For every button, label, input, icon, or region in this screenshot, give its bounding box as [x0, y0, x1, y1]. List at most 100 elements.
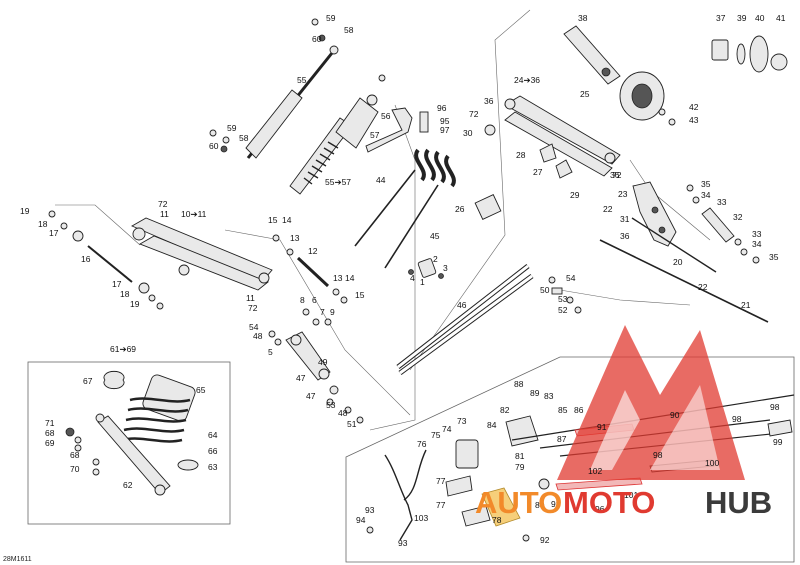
shaft-12 [272, 234, 348, 304]
callout-c47a: 47 [296, 373, 306, 383]
callout-c11a: 11 [160, 209, 169, 219]
callout-c55: 55 [297, 75, 307, 85]
watermark-text-hub: HUB [705, 485, 772, 520]
callout-c19b: 19 [130, 299, 140, 309]
callout-c92b: 92 [540, 535, 550, 545]
callout-c9: 9 [330, 307, 335, 317]
callout-c36c: 36 [620, 231, 630, 241]
callout-c48b: 48 [338, 408, 348, 418]
hardware-detail-box [345, 356, 795, 563]
callout-c5: 5 [268, 347, 273, 357]
callout-c52: 52 [558, 305, 568, 315]
callout-c72c: 72 [158, 199, 168, 209]
callout-c20: 20 [673, 257, 683, 267]
callout-c60b: 60 [209, 141, 219, 151]
idler-shaft-38 [563, 25, 621, 85]
callout-c30: 30 [463, 128, 473, 138]
callout-c66: 66 [208, 446, 218, 456]
callout-c28: 28 [516, 150, 526, 160]
shaft-32 [686, 184, 760, 264]
callout-c81: 81 [515, 451, 525, 461]
hardware-50-54 [548, 276, 582, 314]
callout-c15a: 15 [268, 215, 278, 225]
callout-c53b: 53 [326, 400, 336, 410]
callout-c73: 73 [457, 416, 467, 426]
watermark-text-moto: MOTO [563, 485, 655, 520]
bracket-31 [632, 181, 677, 247]
block-assembly-1-4 [408, 258, 444, 279]
callout-c96: 96 [437, 103, 447, 113]
callout-c78: 78 [492, 515, 502, 525]
callout-c98c: 98 [653, 450, 663, 460]
callout-c35b: 35 [769, 252, 779, 262]
callout-c33b: 33 [752, 229, 762, 239]
callout-c79: 79 [515, 462, 525, 472]
callout-c48a: 48 [253, 331, 263, 341]
callout-c25: 25 [580, 89, 590, 99]
callout-c83: 83 [544, 391, 554, 401]
callout-c53a: 53 [558, 294, 568, 304]
callout-c76: 76 [417, 439, 427, 449]
callout-c13b: 13 [333, 273, 343, 283]
callout-c93b: 93 [398, 538, 408, 548]
callout-c44: 44 [376, 175, 386, 185]
callout-c10to11: 10➔11 [181, 209, 207, 219]
rod-46 [396, 264, 534, 376]
callout-c95: 95 [440, 116, 450, 126]
shock-detail-61-69 [65, 370, 199, 496]
callout-c70: 70 [70, 464, 80, 474]
hardware-17-19 [48, 210, 164, 310]
callout-c57: 57 [370, 130, 380, 140]
bracket-56 [365, 107, 413, 153]
callout-c86: 86 [574, 405, 584, 415]
shock-detail-box [27, 361, 231, 525]
callout-c102: 102 [588, 466, 602, 476]
callout-c19a: 19 [20, 206, 30, 216]
callout-c4: 4 [410, 273, 415, 283]
callout-c33a: 33 [717, 197, 727, 207]
callout-c61to69: 61➔69 [110, 344, 136, 354]
callout-c87: 87 [557, 434, 567, 444]
callout-c47b: 47 [306, 391, 316, 401]
callout-c69: 69 [45, 438, 55, 448]
callout-c71: 71 [45, 418, 55, 428]
callout-c31: 31 [620, 214, 630, 224]
callout-c103: 103 [414, 513, 428, 523]
callout-c35a: 35 [701, 179, 711, 189]
callout-c11b: 11 [246, 293, 255, 303]
watermark-text-auto: AUTO [475, 485, 562, 520]
callout-c72b: 72 [612, 170, 622, 180]
callout-c34b: 34 [752, 239, 762, 249]
callout-c93a: 93 [365, 505, 375, 515]
callout-c77a: 77 [436, 476, 446, 486]
callout-c12: 12 [308, 246, 318, 256]
callout-c23: 23 [618, 189, 628, 199]
callout-c82: 82 [500, 405, 510, 415]
callout-c36b: 36 [610, 170, 620, 180]
rod-21 [599, 239, 769, 323]
callout-c40: 40 [755, 13, 765, 23]
callout-c96b: 96 [595, 504, 605, 514]
callout-c42: 42 [689, 102, 699, 112]
rod-20 [631, 217, 717, 273]
callout-c100: 100 [705, 458, 719, 468]
callout-c60a: 60 [312, 34, 322, 44]
callout-c98b: 98 [732, 414, 742, 424]
shock-absorber-55 [245, 18, 339, 159]
callout-c85: 85 [558, 405, 568, 415]
callout-c101: 101 [624, 490, 638, 500]
callout-c56: 56 [381, 111, 391, 121]
callout-c74: 74 [442, 424, 452, 434]
callout-c1: 1 [420, 277, 425, 287]
rear-arm-24-36 [484, 95, 621, 179]
callout-c64: 64 [208, 430, 218, 440]
callout-c91: 91 [597, 422, 607, 432]
callout-c97: 97 [440, 125, 450, 135]
callout-c2: 2 [433, 254, 438, 264]
callout-c84: 84 [487, 420, 497, 430]
callout-c18b: 18 [120, 289, 130, 299]
callout-c45: 45 [430, 231, 440, 241]
callout-c39: 39 [737, 13, 747, 23]
callout-c22a: 22 [603, 204, 613, 214]
